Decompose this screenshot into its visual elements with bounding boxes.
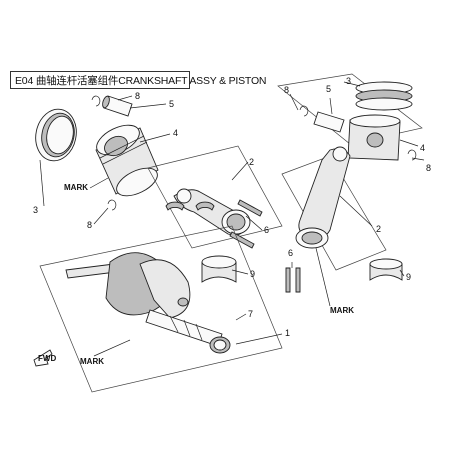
mark-label-rod: MARK <box>330 306 354 315</box>
piston-pin-right <box>313 111 345 133</box>
callout-2-right: 2 <box>376 224 381 234</box>
circlip-left-upper <box>91 95 101 107</box>
rod-tray-outline <box>147 145 283 249</box>
fwd-arrow-icon: FWD <box>33 349 56 367</box>
callout-9-right: 9 <box>406 272 411 282</box>
callout-6-right: 6 <box>288 248 293 258</box>
crank-bearing-small <box>177 297 189 307</box>
connecting-rod-center <box>173 188 251 236</box>
callout-8-upper-left: 8 <box>135 91 140 101</box>
piston-rings-left <box>35 108 77 162</box>
callout-1: 1 <box>285 328 290 338</box>
callout-5-left: 5 <box>169 99 174 109</box>
callout-4-right: 4 <box>420 143 425 153</box>
callout-6-center: 6 <box>264 225 269 235</box>
mark-label-crankshaft: MARK <box>80 357 104 366</box>
callout-4-left: 4 <box>173 128 178 138</box>
piston-rings-right <box>355 81 413 111</box>
piston-pin-left <box>102 95 133 117</box>
piston-right <box>347 114 401 161</box>
rod-bearing-right <box>369 258 403 281</box>
main-bearing-center <box>201 255 237 283</box>
diagram-title: E04 曲轴连杆活塞组件CRANKSHAFT ASSY & PISTON <box>15 73 266 88</box>
diagram-code: E04 <box>15 75 34 87</box>
callout-2-center: 2 <box>249 157 254 167</box>
diagram-title-text: 曲轴连杆活塞组件CRANKSHAFT ASSY & PISTON <box>35 75 267 87</box>
circlip-right-right <box>407 149 417 161</box>
callout-9-center: 9 <box>250 269 255 279</box>
rod-bolts-right <box>285 267 301 293</box>
callout-8-upper-right: 8 <box>284 85 289 95</box>
callout-3-left: 3 <box>33 205 38 215</box>
leader-lines <box>39 81 425 357</box>
crankshaft-tray <box>39 225 283 393</box>
callout-8-lower-left: 8 <box>87 220 92 230</box>
circlip-right-left <box>299 105 309 117</box>
connecting-rod-right <box>295 146 351 249</box>
callout-3-right: 3 <box>346 76 351 86</box>
crankshaft <box>65 252 231 354</box>
rod-bearing-center <box>165 201 215 211</box>
piston-left <box>95 124 159 197</box>
circlip-left-lower <box>107 199 117 211</box>
fwd-label: FWD <box>38 354 56 363</box>
callout-5-right: 5 <box>326 84 331 94</box>
diagram-title-box: E04 曲轴连杆活塞组件CRANKSHAFT ASSY & PISTON <box>10 71 266 89</box>
mark-label-piston: MARK <box>64 183 88 192</box>
callout-7: 7 <box>248 309 253 319</box>
callout-8-lower-right: 8 <box>426 163 431 173</box>
